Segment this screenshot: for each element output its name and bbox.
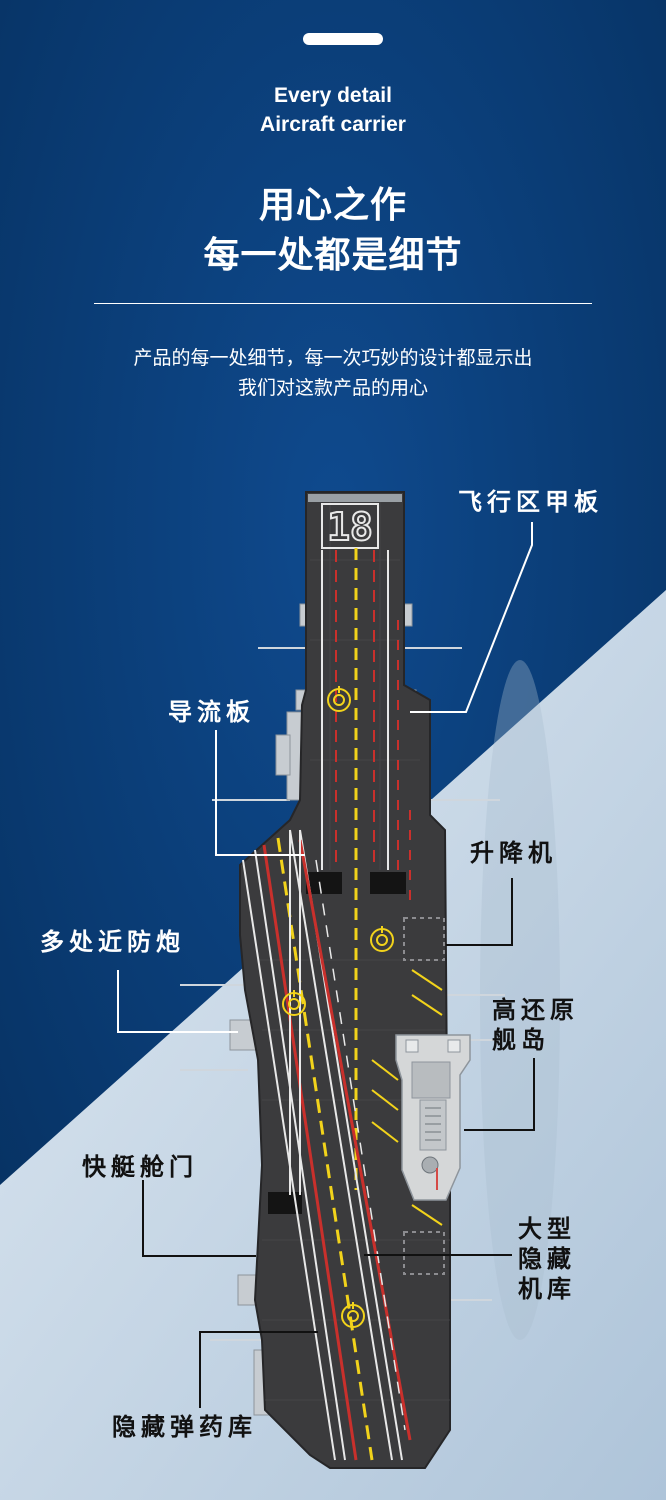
callout-flight-deck: 飞行区甲板 [458, 488, 603, 516]
callout-elevator: 升降机 [470, 839, 557, 867]
callout-blast-deflector: 导流板 [168, 698, 255, 726]
divider-line [94, 303, 592, 304]
callout-island-line2: 舰岛 [492, 1026, 550, 1054]
callout-ciws: 多处近防炮 [40, 928, 185, 956]
subtitle-line1: 产品的每一处细节，每一次巧妙的设计都显示出 [133, 347, 533, 369]
top-pill-decoration [303, 33, 383, 45]
callout-hangar-line2: 隐藏 [518, 1245, 576, 1273]
callout-island-line1: 高还原 [492, 996, 579, 1024]
callout-magazine: 隐藏弹药库 [112, 1413, 257, 1441]
callout-hangar-line3: 机库 [518, 1275, 576, 1303]
heading-chinese-line1: 用心之作 [258, 185, 407, 226]
heading-english-line2: Aircraft carrier [260, 113, 406, 136]
heading-english-line1: Every detail [274, 84, 392, 107]
callout-hangar-line1: 大型 [518, 1215, 576, 1243]
subtitle-line2: 我们对这款产品的用心 [237, 377, 428, 399]
heading-chinese-line2: 每一处都是细节 [203, 235, 463, 276]
callout-boat-hatch: 快艇舱门 [82, 1153, 198, 1181]
